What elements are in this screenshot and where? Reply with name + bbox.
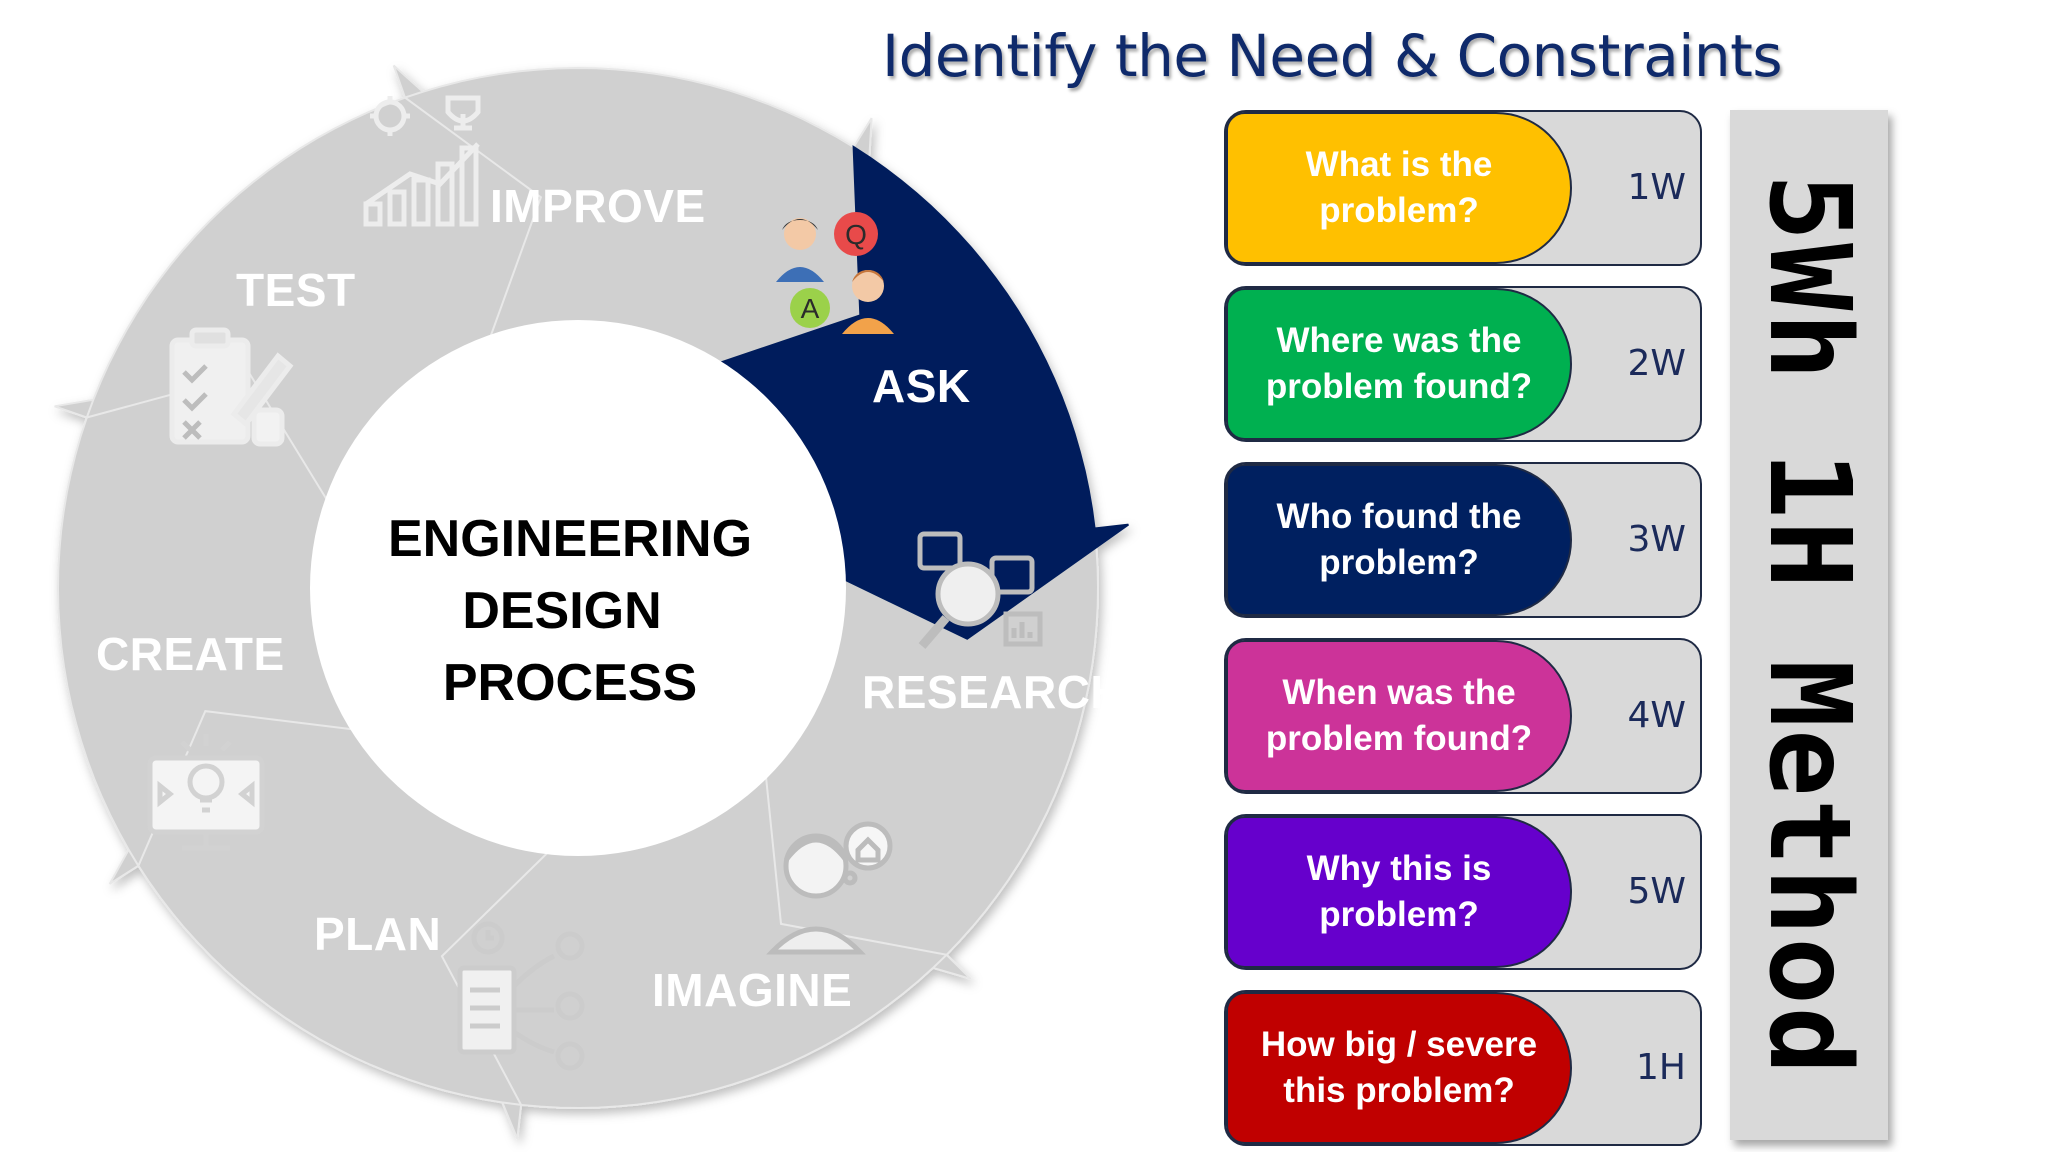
question-row: Who found the problem? 3W xyxy=(1224,462,1702,618)
question-track: Where was the problem found? xyxy=(1224,286,1702,442)
page-title: Identify the Need & Constraints xyxy=(882,22,1783,90)
checklist-clipboard-icon xyxy=(169,327,294,447)
center-title-line-3: PROCESS xyxy=(443,654,697,712)
question-row: Where was the problem found? 2W xyxy=(1224,286,1702,442)
question-track: What is the problem? xyxy=(1224,110,1702,266)
question-track: Who found the problem? xyxy=(1224,462,1702,618)
question-track: When was the problem found? xyxy=(1224,638,1702,794)
center-title-line-2: DESIGN xyxy=(462,582,661,640)
question-code: 3W xyxy=(1627,518,1687,560)
stage-label-imagine: IMAGINE xyxy=(652,964,852,1016)
method-title: 5Wh 1H Method xyxy=(1744,173,1874,1077)
research-magnifier-icon xyxy=(917,531,1043,649)
svg-text:A: A xyxy=(801,293,820,324)
question-pill: Who found the problem? xyxy=(1226,464,1572,616)
planning-flow-icon xyxy=(457,921,585,1071)
svg-text:Q: Q xyxy=(845,219,867,250)
method-banner: 5Wh 1H Method xyxy=(1730,110,1888,1140)
center-title-line-1: ENGINEERING xyxy=(388,510,752,568)
question-row: How big / severe this problem? 1H xyxy=(1224,990,1702,1146)
growth-chart-trophy-icon xyxy=(363,95,481,227)
question-pill: When was the problem found? xyxy=(1226,640,1572,792)
question-pill: Why this is problem? xyxy=(1226,816,1572,968)
stage-label-ask: ASK xyxy=(872,360,971,412)
stage-label-improve: IMPROVE xyxy=(490,180,706,232)
person-thinking-icon xyxy=(766,821,893,955)
engineering-design-cycle: ENGINEERING DESIGN PROCESS IMPROVE TEST … xyxy=(54,64,1129,1140)
stage-label-create: CREATE xyxy=(96,628,285,680)
question-code: 4W xyxy=(1627,694,1687,736)
question-row: What is the problem? 1W xyxy=(1224,110,1702,266)
question-code: 1H xyxy=(1636,1046,1686,1088)
question-row: When was the problem found? 4W xyxy=(1224,638,1702,794)
question-code: 5W xyxy=(1627,870,1687,912)
question-track: Why this is problem? xyxy=(1224,814,1702,970)
stage-label-test: TEST xyxy=(236,264,356,316)
center-circle xyxy=(310,320,846,856)
question-track: How big / severe this problem? xyxy=(1224,990,1702,1146)
question-row: Why this is problem? 5W xyxy=(1224,814,1702,970)
stage-label-plan: PLAN xyxy=(314,908,441,960)
monitor-lightbulb-icon xyxy=(147,734,265,851)
stage-label-research: RESEARCH xyxy=(862,666,1124,718)
question-code: 1W xyxy=(1627,166,1687,208)
question-code: 2W xyxy=(1627,342,1687,384)
question-pill: How big / severe this problem? xyxy=(1226,992,1572,1144)
question-pill: What is the problem? xyxy=(1226,112,1572,264)
question-pill: Where was the problem found? xyxy=(1226,288,1572,440)
question-answer-people-icon: Q A xyxy=(776,212,894,334)
